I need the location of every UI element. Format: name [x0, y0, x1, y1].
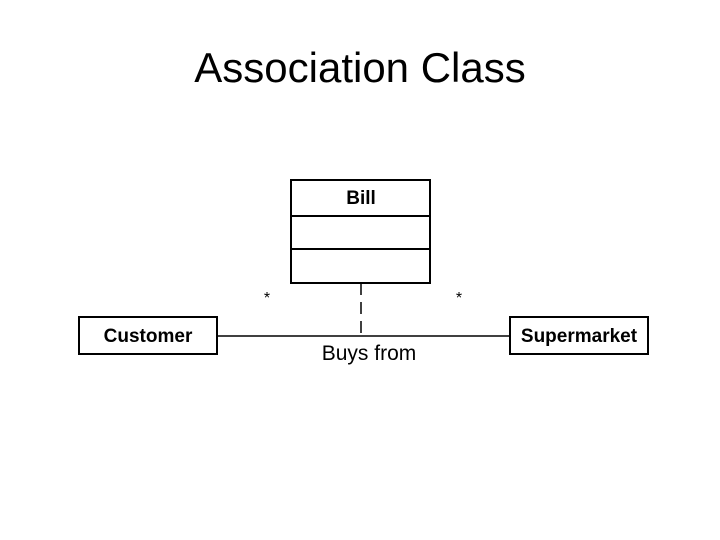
- association-class-bill: Bill: [290, 179, 431, 284]
- bill-class-box: [290, 179, 431, 284]
- class-supermarket: Supermarket: [509, 316, 649, 355]
- multiplicity-right: *: [456, 290, 462, 307]
- customer-class-box: [78, 316, 218, 355]
- class-customer: Customer: [78, 316, 218, 355]
- customer-class-name: Customer: [104, 326, 193, 347]
- supermarket-class-name: Supermarket: [521, 326, 638, 347]
- bill-class-name: Bill: [346, 188, 376, 209]
- supermarket-class-box: [509, 316, 649, 355]
- multiplicity-left: *: [264, 290, 270, 307]
- association-label: Buys from: [322, 342, 417, 365]
- slide-title: Association Class: [194, 44, 526, 91]
